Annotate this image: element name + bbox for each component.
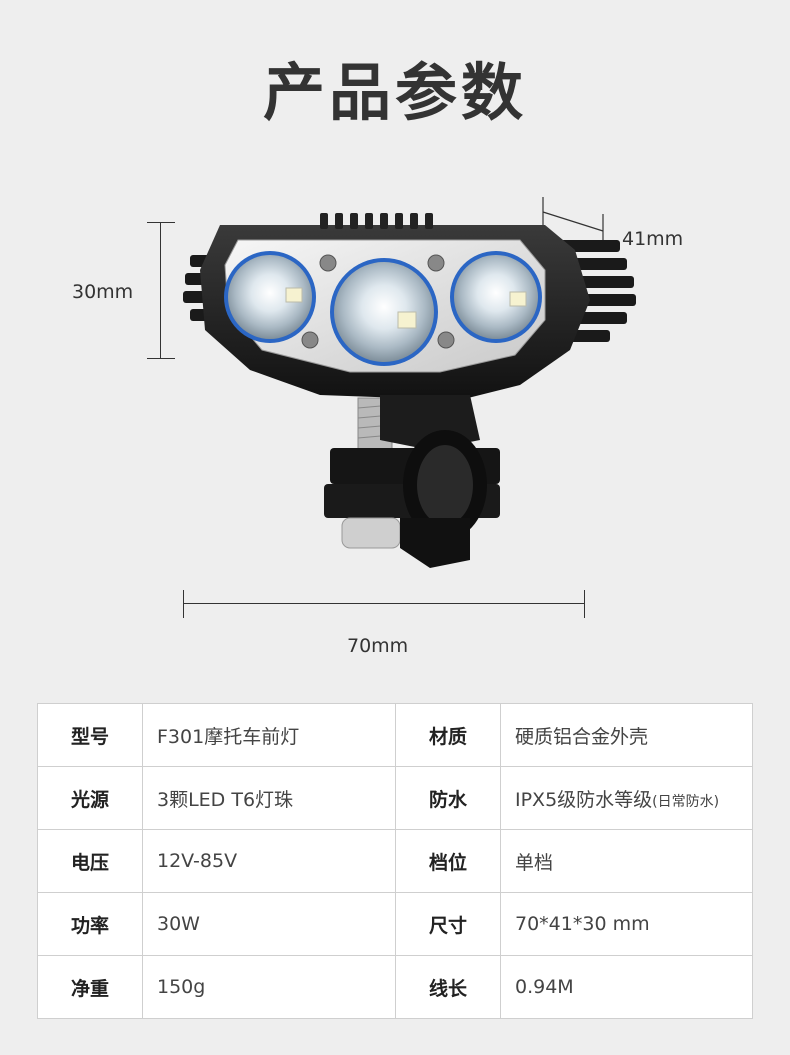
spec-key: 电压: [37, 829, 143, 893]
width-dimension-line: [183, 603, 585, 604]
spec-value: 150g: [142, 955, 396, 1019]
spec-key: 尺寸: [395, 892, 501, 956]
spec-table: 型号 F301摩托车前灯 材质 硬质铝合金外壳 光源 3颗LED T6灯珠 防水…: [37, 703, 753, 1019]
height-dimension-line: [160, 222, 161, 358]
spec-key: 功率: [37, 892, 143, 956]
spec-key: 净重: [37, 955, 143, 1019]
spec-value: 硬质铝合金外壳: [500, 703, 753, 767]
table-row: 电压 12V-85V 档位 单档: [37, 829, 753, 893]
spec-key: 型号: [37, 703, 143, 767]
spec-key: 材质: [395, 703, 501, 767]
spec-value-note: (日常防水): [652, 793, 720, 810]
spec-value: 单档: [500, 829, 753, 893]
spec-key: 线长: [395, 955, 501, 1019]
spec-value: 0.94M: [500, 955, 753, 1019]
page-title: 产品参数: [262, 56, 527, 129]
table-row: 净重 150g 线长 0.94M: [37, 955, 753, 1019]
spec-value-text: 0.94M: [515, 976, 574, 998]
spec-value-text: 硬质铝合金外壳: [515, 725, 649, 748]
spec-value: F301摩托车前灯: [142, 703, 396, 767]
spec-key: 档位: [395, 829, 501, 893]
depth-dimension-label: 41mm: [622, 228, 684, 250]
height-dimension-tick-bottom: [147, 358, 175, 359]
depth-dimension-line: [542, 197, 604, 245]
spec-key: 光源: [37, 766, 143, 830]
spec-value-text: 单档: [515, 851, 554, 874]
spec-value: 3颗LED T6灯珠: [142, 766, 396, 830]
table-row: 功率 30W 尺寸 70*41*30 mm: [37, 892, 753, 956]
height-dimension-tick-top: [147, 222, 175, 223]
table-row: 型号 F301摩托车前灯 材质 硬质铝合金外壳: [37, 703, 753, 767]
spec-value: 12V-85V: [142, 829, 396, 893]
width-dimension-label: 70mm: [347, 635, 409, 657]
height-dimension-label: 30mm: [72, 281, 134, 303]
spec-value: 70*41*30 mm: [500, 892, 753, 956]
spec-value: 30W: [142, 892, 396, 956]
spec-value: IPX5级防水等级(日常防水): [500, 766, 753, 830]
spec-key: 防水: [395, 766, 501, 830]
width-dimension-tick-right: [584, 590, 585, 618]
width-dimension-tick-left: [183, 590, 184, 618]
spec-value-text: IPX5级防水等级: [515, 788, 653, 811]
headlight-product-image: [183, 213, 636, 568]
spec-value-text: 70*41*30 mm: [515, 913, 650, 935]
table-row: 光源 3颗LED T6灯珠 防水 IPX5级防水等级(日常防水): [37, 766, 753, 830]
